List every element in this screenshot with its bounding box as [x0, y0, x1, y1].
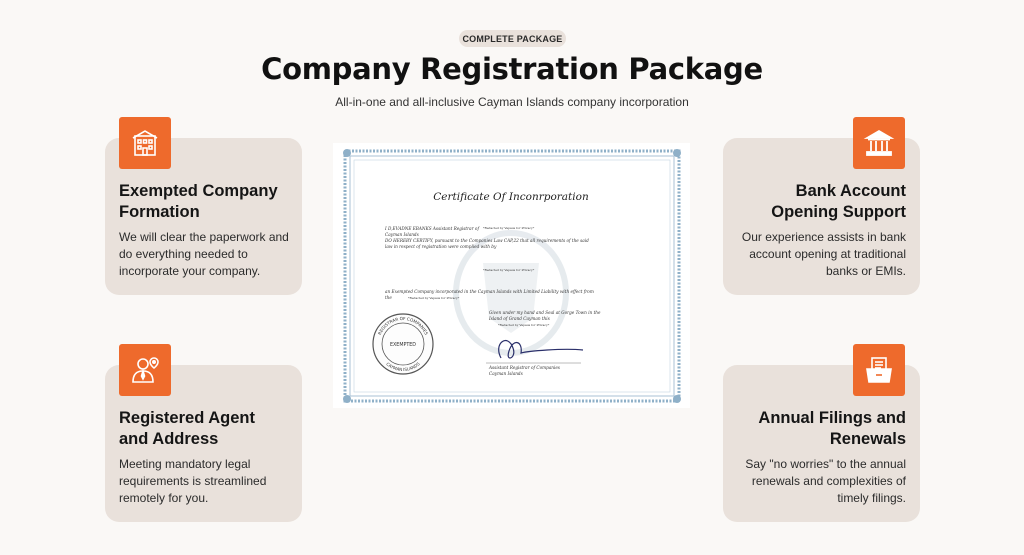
redacted-label: *Redacted by Vapaus for Privacy*: [498, 323, 550, 327]
bank-icon: [853, 117, 905, 169]
building-icon: [119, 117, 171, 169]
cert-line: Given under my hand and Seal at Gorge To…: [489, 310, 601, 315]
cert-line: Assistant Registrar of Companies: [488, 365, 560, 370]
cert-line: an Exempted Company incorporated in the …: [385, 289, 594, 294]
cert-line: the: [385, 295, 392, 300]
cert-line: Cayman Islands: [489, 371, 523, 376]
feature-title-bank-account: Bank Account Opening Support: [771, 182, 906, 221]
certificate-image: Certificate Of Inconrporation I D,EVADNE…: [333, 143, 690, 408]
signature: [498, 340, 584, 359]
redacted-label: *Redacted by Vapaus for Privacy*: [483, 226, 535, 230]
section-badge: COMPLETE PACKAGE: [459, 30, 566, 47]
redacted-label: *Redacted by Vapaus for Privacy*: [483, 268, 535, 272]
certificate-heading: Certificate Of Inconrporation: [433, 191, 589, 203]
agent-icon: [119, 344, 171, 396]
cert-line: Cayman Islands: [385, 232, 419, 237]
feature-desc-annual-filings: Say "no worries" to the annual renewals …: [745, 457, 906, 505]
folder-document-icon: [853, 344, 905, 396]
certificate-border: [343, 149, 681, 403]
feature-desc-bank-account: Our experience assists in bank account o…: [741, 230, 906, 278]
redacted-label: *Redacted by Vapaus for Privacy*: [408, 296, 460, 300]
registrar-seal: REGISTRAR OF COMPANIES CAYMAN ISLANDS EX…: [372, 313, 434, 375]
feature-desc-registered-agent: Meeting mandatory legal requirements is …: [119, 457, 267, 505]
cert-line: law in respect of registration were comp…: [385, 244, 497, 249]
cert-line: I D,EVADNE EBANKS Assistant Registrar of: [384, 226, 480, 231]
page-subtitle: All-in-one and all-inclusive Cayman Isla…: [335, 95, 689, 109]
svg-text:EXEMPTED: EXEMPTED: [390, 342, 416, 348]
cert-line: Island of Grand Cayman this: [488, 316, 550, 321]
watermark-crest: [453, 230, 569, 356]
page-title: Company Registration Package: [261, 52, 763, 86]
cert-line: DO HEREBY CERTIFY, pursuant to the Compa…: [384, 238, 589, 243]
feature-title-annual-filings: Annual Filings and Renewals: [758, 409, 906, 448]
feature-desc-company-formation: We will clear the paperwork and do every…: [119, 230, 289, 278]
feature-title-registered-agent: Registered Agent and Address: [119, 409, 255, 448]
feature-title-company-formation: Exempted Company Formation: [119, 182, 278, 221]
